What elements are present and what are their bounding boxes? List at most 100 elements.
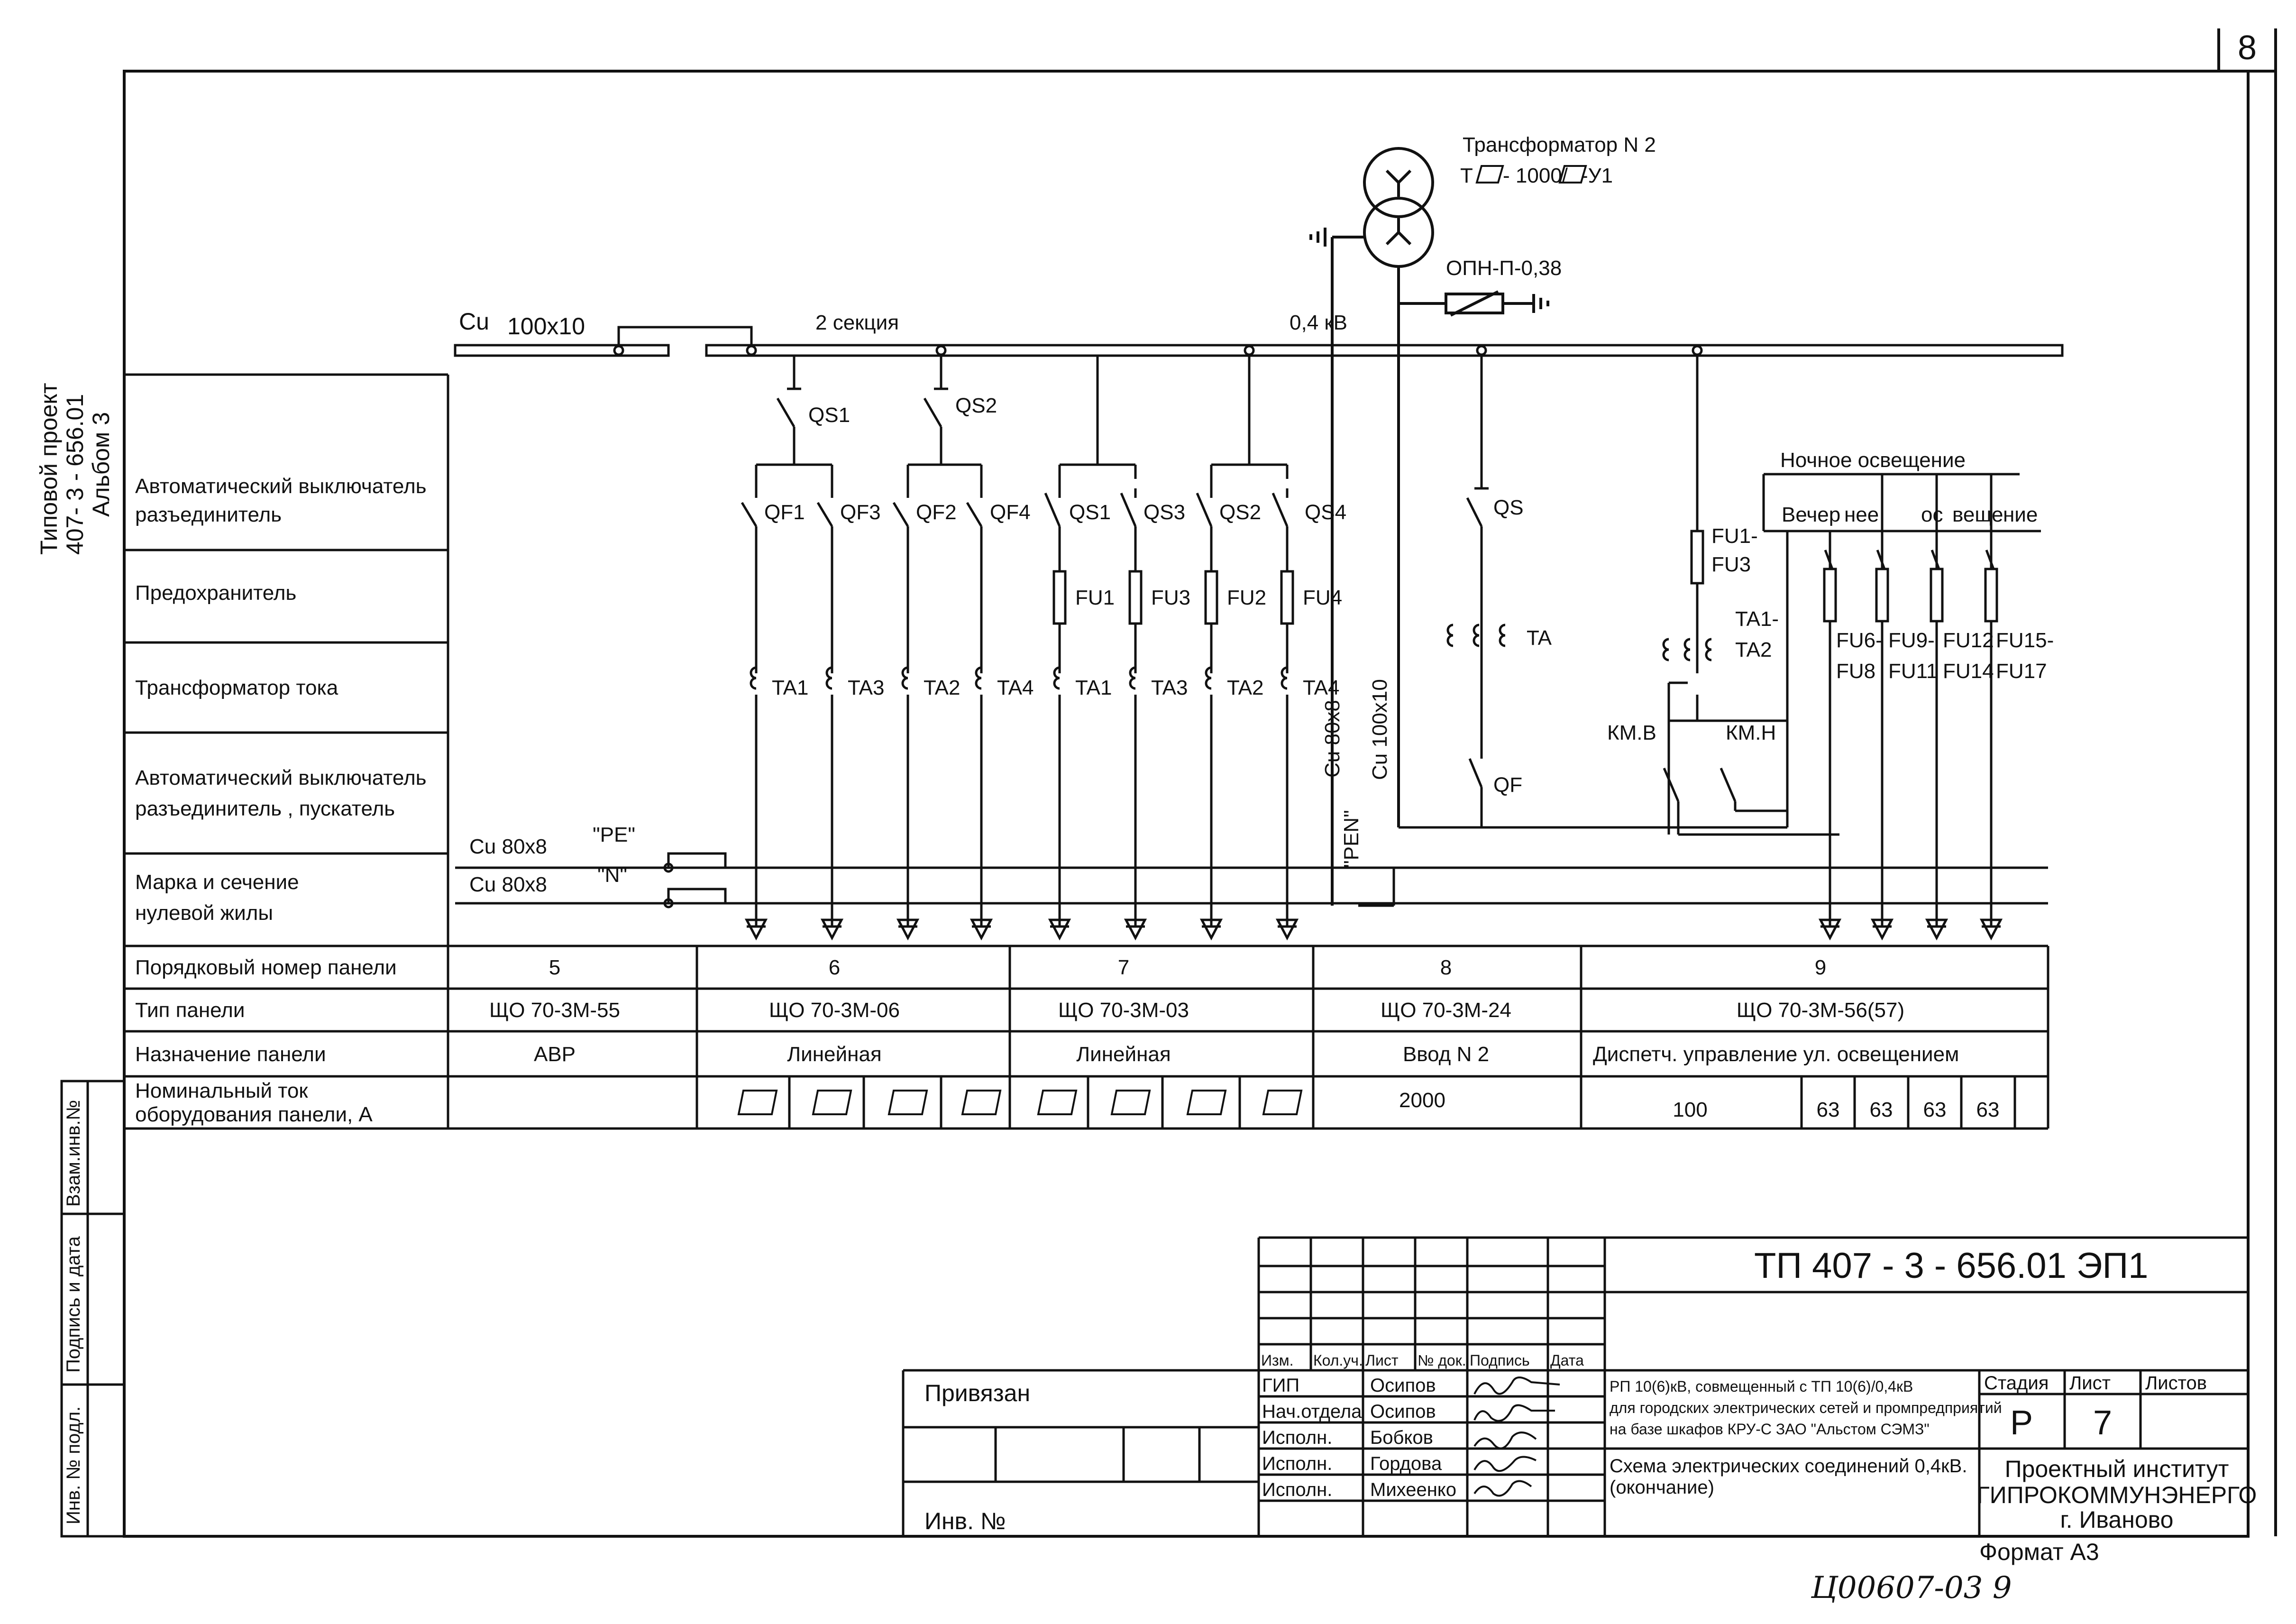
privyazan: Привязан: [924, 1380, 1030, 1406]
row2-label: Предохранитель: [135, 581, 296, 605]
qs4-p7: QS4: [1305, 501, 1346, 524]
row1-label-b: разъединитель: [135, 503, 282, 526]
fu-group-a-0: FU6-: [1836, 629, 1883, 652]
panel7-type: ЩО 70-3М-03: [1058, 999, 1189, 1022]
qf1: QF1: [764, 501, 805, 524]
hdr-number: Порядковый номер панели: [135, 956, 397, 979]
row3-label: Трансформатор тока: [135, 676, 338, 699]
panel9-type: ЩО 70-3М-56(57): [1737, 999, 1904, 1022]
box-vzam: Взам.инв.№: [63, 1100, 84, 1207]
qf3: QF3: [840, 501, 881, 524]
panel7-circuit: [1044, 356, 1289, 927]
fu-group-b-1: FU11: [1888, 660, 1938, 683]
row1-label-a: Автоматический выключатель: [135, 475, 427, 498]
scheme-1: Схема электрических соединений 0,4кВ.: [1610, 1456, 1967, 1477]
sheets-head: Листов: [2145, 1373, 2207, 1394]
ta2-p6: TA2: [924, 676, 960, 699]
svg-text:Типовой проект: Типовой проект: [36, 383, 62, 555]
ta3-p7: TA3: [1151, 676, 1188, 699]
col-ndok: № док.: [1418, 1352, 1466, 1369]
table-row-type: ЩО 70-3М-55 ЩО 70-3М-06 ЩО 70-3М-03 ЩО 7…: [489, 999, 1904, 1022]
col-podpis: Подпись: [1470, 1352, 1530, 1369]
panel9-purpose: Диспетч. управление ул. освещением: [1593, 1043, 1959, 1066]
role-2: Исполн.: [1262, 1427, 1332, 1448]
p9-fuse-b: FU3: [1711, 553, 1751, 576]
frame: [123, 28, 2277, 1538]
panel6-number: 6: [829, 956, 840, 979]
role-0: ГИП: [1262, 1375, 1299, 1396]
panel8-current: 2000: [1399, 1089, 1445, 1112]
stage-head: Стадия: [1984, 1373, 2049, 1394]
fu1-p7: FU1: [1075, 586, 1115, 609]
evening-part-2: ос: [1921, 503, 1943, 526]
hdr-purpose: Назначение панели: [135, 1043, 326, 1066]
fu-group-b-3: FU17: [1996, 660, 2047, 683]
input-qs: QS: [1493, 496, 1524, 519]
org-2: ГИПРОКОММУНЭНЕРГО: [1977, 1482, 2257, 1508]
hdr-type: Тип панели: [135, 999, 245, 1022]
row5-label-b: нулевой жилы: [135, 901, 273, 925]
hdr-current-a: Номинальный ток: [135, 1079, 308, 1102]
p9-ta-b: TA2: [1735, 638, 1772, 661]
desc-3: на базе шкафов КРУ-С ЗАО "Альстом СЭМЗ": [1610, 1421, 1930, 1438]
svg-text:Альбом 3: Альбом 3: [88, 412, 114, 517]
row-label-grid: [124, 373, 2049, 1130]
qs1-p7: QS1: [1069, 501, 1111, 524]
panel7-number: 7: [1118, 956, 1129, 979]
panel9-circuit: [1663, 356, 2041, 927]
fu-group-a-3: FU15-: [1996, 629, 2054, 652]
org-1: Проектный институт: [2005, 1456, 2229, 1482]
sheet-head: Лист: [2069, 1373, 2111, 1394]
km-v: КМ.В: [1607, 721, 1656, 744]
panel9-current-4: 63: [1976, 1098, 2000, 1121]
sheet-number: 8: [2238, 29, 2257, 67]
inv-number: Инв. №: [924, 1508, 1006, 1534]
bus-section: 2 секция: [815, 311, 899, 334]
panel6-purpose: Линейная: [787, 1043, 881, 1066]
scheme-2: (окончание): [1610, 1477, 1714, 1498]
pe-label: "PE": [593, 823, 635, 846]
transformer-blank-1: [1475, 165, 1504, 184]
name-0: Осипов: [1370, 1375, 1436, 1396]
transformer-model-suffix: -У1: [1581, 164, 1613, 187]
ta4-p7: TA4: [1303, 676, 1339, 699]
fu-group-a-1: FU9-: [1888, 629, 1935, 652]
panel9-current-2: 63: [1870, 1098, 1893, 1121]
panel8-purpose: Ввод N 2: [1403, 1043, 1489, 1066]
panel6-circuit: [741, 356, 983, 927]
name-2: Бобков: [1370, 1427, 1433, 1448]
role-1: Нач.отдела: [1262, 1401, 1362, 1422]
qs1-top: QS1: [808, 404, 850, 427]
table-row-purpose: АВР Линейная Линейная Ввод N 2 Диспетч. …: [534, 1043, 1959, 1066]
col-koluch: Кол.уч.: [1313, 1352, 1363, 1369]
km-n: КМ.Н: [1726, 721, 1776, 744]
evening-part-4: ние: [2003, 503, 2038, 526]
bus-material: Cu: [459, 308, 489, 335]
vertical-bus-size: Cu 100x10: [1368, 679, 1391, 780]
main-busbar: [454, 326, 2064, 357]
fu-group-b-2: FU14: [1943, 660, 1994, 683]
stage-value: Р: [2010, 1404, 2033, 1442]
row4-label-a: Автоматический выключатель: [135, 766, 427, 789]
panel9-number: 9: [1815, 956, 1826, 979]
row4-label-b: разъединитель , пускатель: [135, 797, 395, 820]
fu-group-a-2: FU12: [1943, 629, 1994, 652]
role-3: Исполн.: [1262, 1453, 1332, 1474]
desc-2: для городских электрических сетей и пром…: [1610, 1399, 2002, 1416]
signatures: [1473, 1376, 1560, 1497]
panel5-purpose: АВР: [534, 1043, 576, 1066]
n-label: "N": [597, 863, 627, 887]
panel9-current-3: 63: [1923, 1098, 1947, 1121]
transformer-model-mid: - 1000/: [1503, 164, 1568, 187]
panel8-number: 8: [1440, 956, 1452, 979]
col-izm: Изм.: [1261, 1352, 1294, 1369]
panel6-type: ЩО 70-3М-06: [769, 999, 900, 1022]
name-3: Гордова: [1370, 1453, 1442, 1474]
org-3: г. Иваново: [2060, 1506, 2174, 1533]
panel8-circuit: [1358, 356, 1787, 907]
side-stamp: Типовой проект 407- 3 - 656.01 Альбом 3: [36, 383, 114, 555]
title-block-grid: [902, 1236, 2248, 1536]
surge-arrester-label: ОПН-П-0,38: [1446, 257, 1562, 280]
evening-part-1: нее: [1844, 503, 1879, 526]
box-inv: Инв. № подл.: [63, 1406, 84, 1524]
